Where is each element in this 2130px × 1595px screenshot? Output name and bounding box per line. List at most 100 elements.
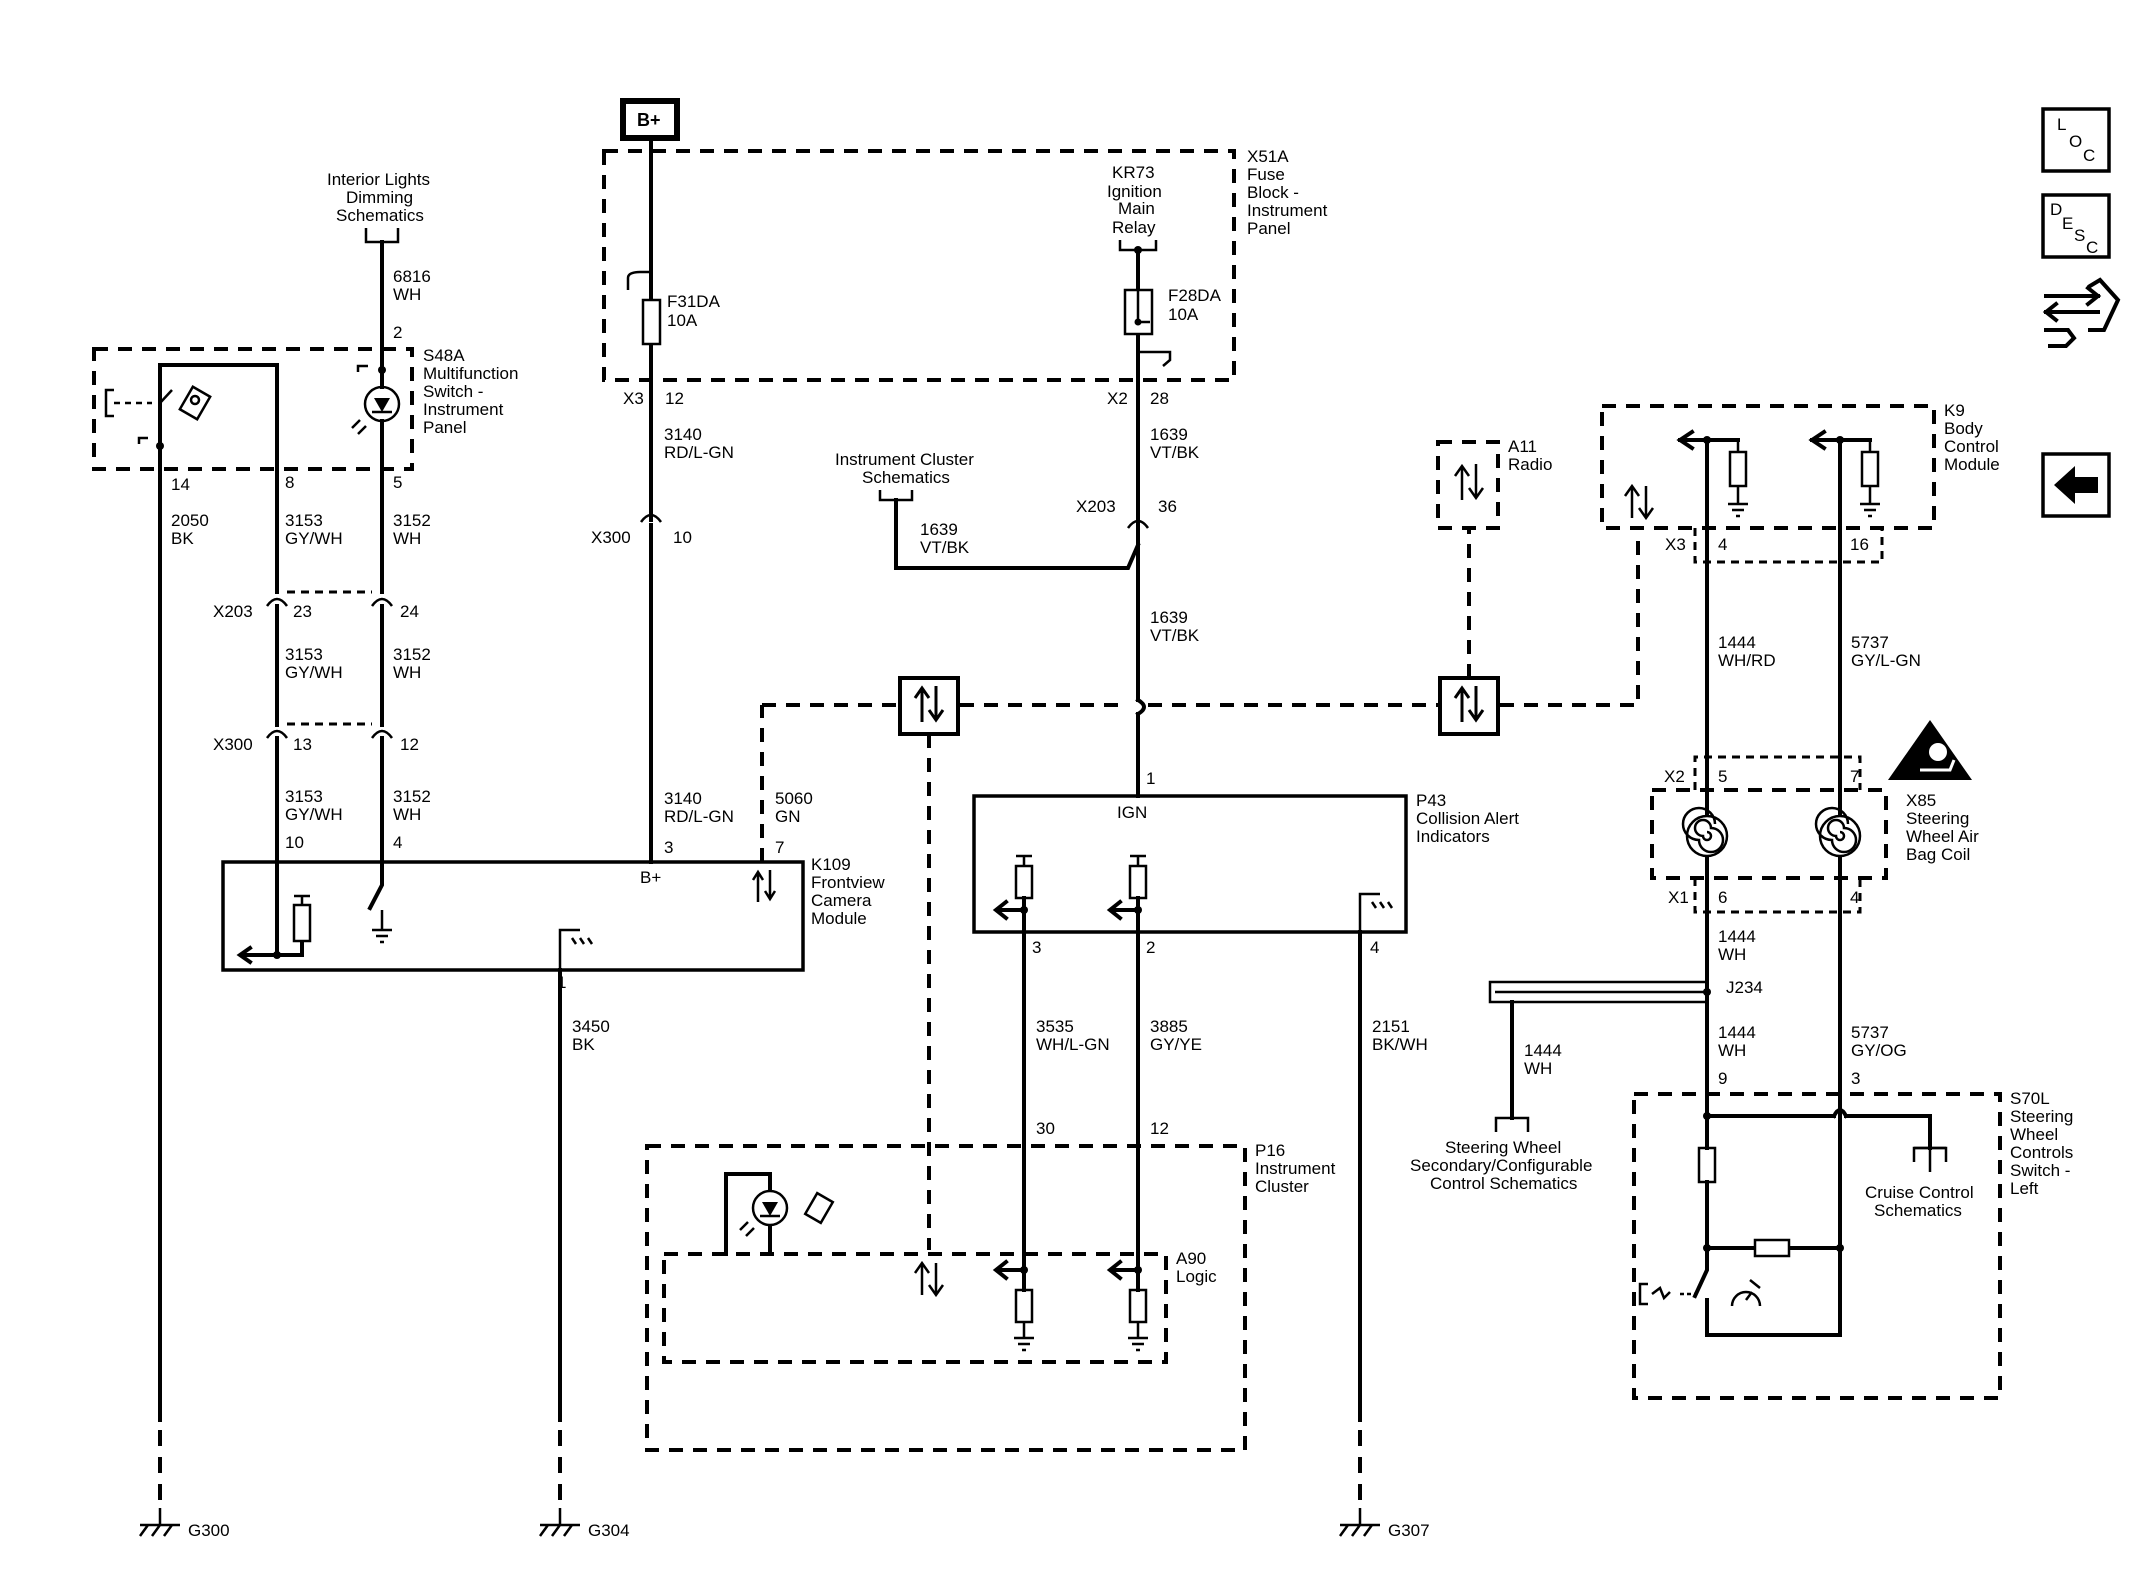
air-bag-coil-x85: X2 5 7 X1 6 4 X85 Steering Wheel Air Bag… [1650, 755, 1979, 914]
p16-pin-30: 30 [1036, 1119, 1055, 1138]
connector-k9-x3: X3 4 16 [1665, 528, 1884, 564]
wire-1444-color-4: WH [1524, 1059, 1552, 1078]
x85-label-4: Bag Coil [1906, 845, 1970, 864]
a90-label-2: Logic [1176, 1267, 1217, 1286]
p43-label-1: P43 [1416, 791, 1446, 810]
steering-wheel-secondary-schematics-ref[interactable]: Steering Wheel Secondary/Configurable Co… [1410, 1116, 1592, 1193]
wire-3153-color-2: GY/WH [285, 663, 343, 682]
sw-sec-label-2: Secondary/Configurable [1410, 1156, 1592, 1175]
indicator-lamp-icon [351, 385, 401, 435]
instrument-cluster-schematics-ref[interactable]: Instrument Cluster Schematics [835, 450, 974, 502]
multifunction-switch-s48a: S48A Multifunction Switch - Instrument P… [92, 346, 518, 472]
k109-label-1: K109 [811, 855, 851, 874]
cruise-control-schematics-ref[interactable]: Cruise Control Schematics [1865, 1146, 1974, 1220]
logic-a90: A90 Logic [662, 1172, 1217, 1364]
cluster-sch-label-1: Instrument Cluster [835, 450, 974, 469]
p43-label-3: Indicators [1416, 827, 1490, 846]
wire-3152-color: WH [393, 529, 421, 548]
k9-label-2: Body [1944, 419, 1983, 438]
k109-pin-10: 10 [285, 833, 304, 852]
wire-3152-number: 3152 [393, 511, 431, 530]
desc-letter-e: E [2062, 214, 2073, 233]
battery-positive: B+ [620, 98, 680, 141]
x203-a-label: X203 [213, 602, 253, 621]
s48a-pin-2: 2 [393, 323, 402, 342]
k9-x3-label: X3 [1665, 535, 1686, 554]
k9-label-1: K9 [1944, 401, 1965, 420]
f31da-label: F31DA [667, 292, 721, 311]
serial-data-junction-left [898, 676, 960, 736]
serial-data-junction-right [1438, 676, 1500, 736]
wire-1639-color-3: VT/BK [1150, 626, 1200, 645]
p43-pin-4: 4 [1370, 938, 1379, 957]
s48a-label-1: S48A [423, 346, 465, 365]
s48a-pin-14: 14 [171, 475, 190, 494]
cruise-speedometer-icon [1730, 1279, 1762, 1307]
ground-g307: G307 [1338, 1508, 1430, 1540]
wire-3152-color-2: WH [393, 663, 421, 682]
g307-label: G307 [1388, 1521, 1430, 1540]
s48a-label-4: Instrument [423, 400, 504, 419]
k109-bplus-pin: B+ [640, 868, 661, 887]
wire-5737-number-2: 5737 [1851, 1023, 1889, 1042]
wire-3152-number-3: 3152 [393, 787, 431, 806]
wire-1444-color-2: WH [1718, 945, 1746, 964]
frontview-camera-module-k109: K109 Frontview Camera Module B+ [221, 855, 885, 972]
wire-3153-color: GY/WH [285, 529, 343, 548]
kr73-label-3: Main [1118, 199, 1155, 218]
x51a-label-4: Instrument [1247, 201, 1328, 220]
x51a-label-1: X51A [1247, 147, 1289, 166]
wire-3885-color: GY/YE [1150, 1035, 1202, 1054]
f28da-label: F28DA [1168, 286, 1222, 305]
x300-connector-label: X300 [591, 528, 631, 547]
wire-3450-color: BK [572, 1035, 595, 1054]
wire-5737-color-2: GY/OG [1851, 1041, 1907, 1060]
wire-3153-number-2: 3153 [285, 645, 323, 664]
k9-pin-16: 16 [1850, 535, 1869, 554]
x203-connector-label: X203 [1076, 497, 1116, 516]
p16-pin-12: 12 [1150, 1119, 1169, 1138]
desc-button[interactable]: D E S C [2041, 193, 2111, 259]
s70l-label-2: Steering [2010, 1107, 2073, 1126]
interior-label-1: Interior Lights [327, 170, 430, 189]
loc-letter-c: C [2083, 146, 2095, 165]
a90-label-1: A90 [1176, 1249, 1206, 1268]
desc-letter-s: S [2074, 226, 2085, 245]
p43-ign-pin: IGN [1117, 803, 1147, 822]
interior-label-2: Dimming [346, 188, 413, 207]
back-arrow-button[interactable] [2041, 452, 2111, 518]
wire-1444-number-4: 1444 [1524, 1041, 1562, 1060]
p43-pin-3: 3 [1032, 938, 1041, 957]
wire-3535-number: 3535 [1036, 1017, 1074, 1036]
loc-button[interactable]: L O C [2041, 107, 2111, 173]
p16-label-3: Cluster [1255, 1177, 1309, 1196]
x85-x1-label: X1 [1668, 888, 1689, 907]
cluster-sch-label-2: Schematics [862, 468, 950, 487]
wire-5737-number: 5737 [1851, 633, 1889, 652]
connector-x203-a: X203 23 24 [213, 590, 419, 621]
wire-3450-number: 3450 [572, 1017, 610, 1036]
wire-3152-number-2: 3152 [393, 645, 431, 664]
x51a-label-2: Fuse [1247, 165, 1285, 184]
wire-1639-color: VT/BK [1150, 443, 1200, 462]
x85-pin-5: 5 [1718, 767, 1727, 786]
wire-1444-number-2: 1444 [1718, 927, 1756, 946]
interior-lights-dimming-schematics-ref[interactable]: Interior Lights Dimming Schematics [327, 170, 430, 244]
s70l-label-3: Wheel [2010, 1125, 2058, 1144]
x300-b-label: X300 [213, 735, 253, 754]
radio-a11: A11 Radio [1436, 437, 1552, 530]
k9-pin-4: 4 [1718, 535, 1727, 554]
clockspring-coil-left-icon [1681, 806, 1729, 858]
camera-indicator-icon [178, 385, 212, 421]
wire-1639-color-2: VT/BK [920, 538, 970, 557]
g300-label: G300 [188, 1521, 230, 1540]
g304-label: G304 [588, 1521, 630, 1540]
s70l-label-4: Controls [2010, 1143, 2073, 1162]
wire-1639-number-3: 1639 [1150, 608, 1188, 627]
f31da-rating: 10A [667, 311, 698, 330]
s48a-label-3: Switch - [423, 382, 483, 401]
connector-tool-icon[interactable] [2042, 277, 2121, 348]
loc-letter-o: O [2069, 132, 2082, 151]
x85-x2-label: X2 [1664, 767, 1685, 786]
